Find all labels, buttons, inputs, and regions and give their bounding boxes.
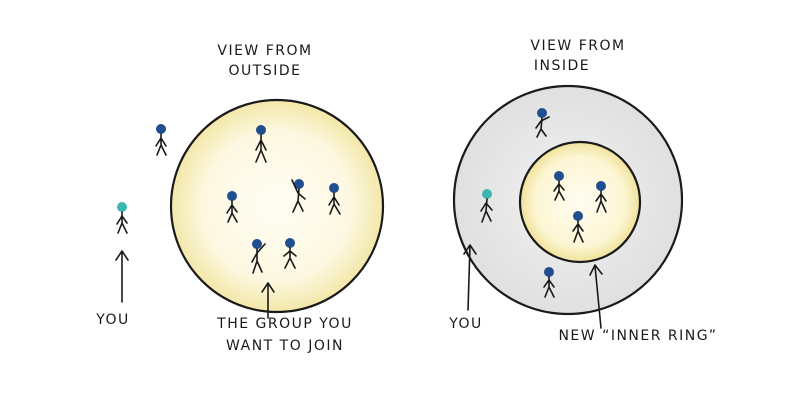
group-label-line2: WANT TO JOIN <box>226 338 344 354</box>
panel-inside: VIEW FROM INSIDE <box>448 38 717 344</box>
outsider-figure-icon <box>155 124 167 156</box>
group-member-waving-icon <box>251 239 266 274</box>
inside-title-line2: INSIDE <box>534 58 590 74</box>
inner-ring-member-icon <box>553 171 565 201</box>
inner-ring-member-icon <box>595 181 607 213</box>
you-figure-icon <box>116 202 128 234</box>
outside-title-line2: OUTSIDE <box>229 63 302 79</box>
group-label-line1: THE GROUP YOU <box>216 316 353 332</box>
you-figure-icon <box>480 189 493 223</box>
panel-outside: VIEW FROM OUTSIDE <box>95 43 385 354</box>
you-arrow-icon <box>115 250 129 303</box>
outside-you-label: YOU <box>95 312 130 328</box>
group-member-waving-icon <box>291 179 306 213</box>
inside-you-label: YOU <box>448 316 483 332</box>
group-circle <box>169 98 385 314</box>
inside-title-line1: VIEW FROM <box>530 38 625 54</box>
outer-ring-member-icon <box>543 267 555 298</box>
inside-you-arrow-icon <box>463 244 477 311</box>
group-member-icon <box>226 191 238 223</box>
inner-ring-arrow-icon <box>589 264 603 329</box>
inner-ring-label: NEW “INNER RING” <box>558 328 717 344</box>
outer-ring-member-icon <box>535 108 550 138</box>
inner-ring-member-icon <box>572 211 584 243</box>
inner-ring-circle <box>518 140 642 264</box>
group-member-icon <box>283 238 297 269</box>
outside-title-line1: VIEW FROM <box>217 43 312 59</box>
group-member-icon <box>255 125 267 163</box>
group-arrow-icon <box>261 282 275 319</box>
group-member-icon <box>328 183 341 215</box>
